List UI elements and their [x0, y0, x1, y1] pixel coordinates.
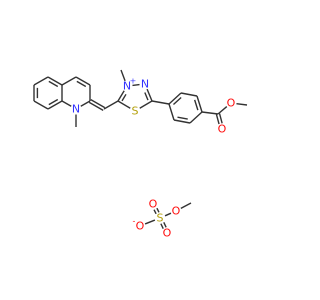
bond-c5-N3-inner [121, 93, 127, 102]
bond-est-Oc-line-2 [218, 113, 223, 124]
bond-est-Oc-line-1 [215, 114, 220, 125]
bond-q2-q3 [33, 100, 49, 110]
bond-Ss-Ou-line-2 [153, 209, 157, 215]
bond-q5-q6-inner [48, 80, 59, 88]
bond-N4-C2-inner [144, 92, 149, 101]
bond-N1-q4 [61, 100, 72, 107]
bond-q7-q8 [75, 76, 91, 86]
bond-q3-q4-inner [48, 98, 59, 106]
bond-p1-p2 [168, 92, 182, 105]
bond-Oe-meE [236, 102, 248, 106]
nitrogen-atom-quinoline: N [72, 103, 80, 116]
bond-layer [33, 69, 248, 229]
bond-p1-p2-inner [172, 96, 182, 106]
sulfur-atom-sulfate: S [157, 212, 164, 225]
bond-C2-p1 [151, 100, 170, 105]
oxygen-atom-ester-carbonyl: O [218, 123, 227, 136]
bond-Ss-Oa [144, 219, 156, 225]
bond-p2-p3 [180, 92, 198, 97]
oxygen-atom-ester-ether: O [227, 97, 236, 110]
canvas-background [0, 0, 300, 300]
charge-nitrogen-atom-thiadiazolium: + [130, 77, 137, 86]
bond-p6-p1 [168, 103, 175, 121]
bond-q5-q7 [61, 76, 77, 86]
oxygen-atom-sulfate-upper: O [149, 198, 158, 211]
bond-q9-ch-line-2 [90, 99, 106, 109]
bond-q9-ch-line-1 [88, 101, 104, 111]
bond-est-Oe [217, 106, 228, 115]
bond-N4-C2 [146, 88, 153, 102]
bond-q3-q4 [47, 100, 63, 110]
bond-q6-q1 [33, 76, 49, 86]
bond-q5-q6 [47, 76, 63, 86]
bond-Om-meS [180, 202, 192, 210]
bond-C2-S1 [139, 100, 153, 109]
bond-c5-N3 [117, 90, 125, 102]
bond-Ss-Ou-line-1 [156, 207, 160, 213]
bond-N3-N4 [132, 83, 140, 87]
bond-p4-p5 [189, 111, 203, 124]
bond-p5-p6 [173, 119, 191, 124]
bond-Ss-Od-line-2 [163, 222, 167, 228]
bond-q7-q8-inner [76, 80, 87, 88]
bond-p5-p6-inner [177, 116, 188, 120]
charge-oxygen-atom-sulfate-anion: - [133, 217, 136, 226]
bond-S1-c5 [117, 100, 131, 109]
oxygen-atom-sulfate-lower: O [163, 227, 172, 240]
bond-q9-N1 [80, 100, 91, 107]
bond-Ss-Od-line-1 [160, 223, 164, 229]
oxygen-atom-sulfate-methoxy: O [172, 205, 181, 218]
bond-p3-p4-inner [193, 99, 199, 111]
bond-p3-p4 [196, 95, 203, 113]
bond-N3-n3Me [120, 69, 126, 82]
nitrogen-atom-thiadiazole: N [141, 78, 149, 91]
bond-Ss-Om [164, 212, 172, 217]
bond-p4-est [201, 111, 219, 115]
nitrogen-atom-thiadiazolium: N [123, 80, 131, 93]
sulfur-atom-ring: S [132, 105, 139, 118]
bond-ch-c5 [103, 100, 119, 110]
oxygen-atom-sulfate-anion: O [136, 220, 145, 233]
